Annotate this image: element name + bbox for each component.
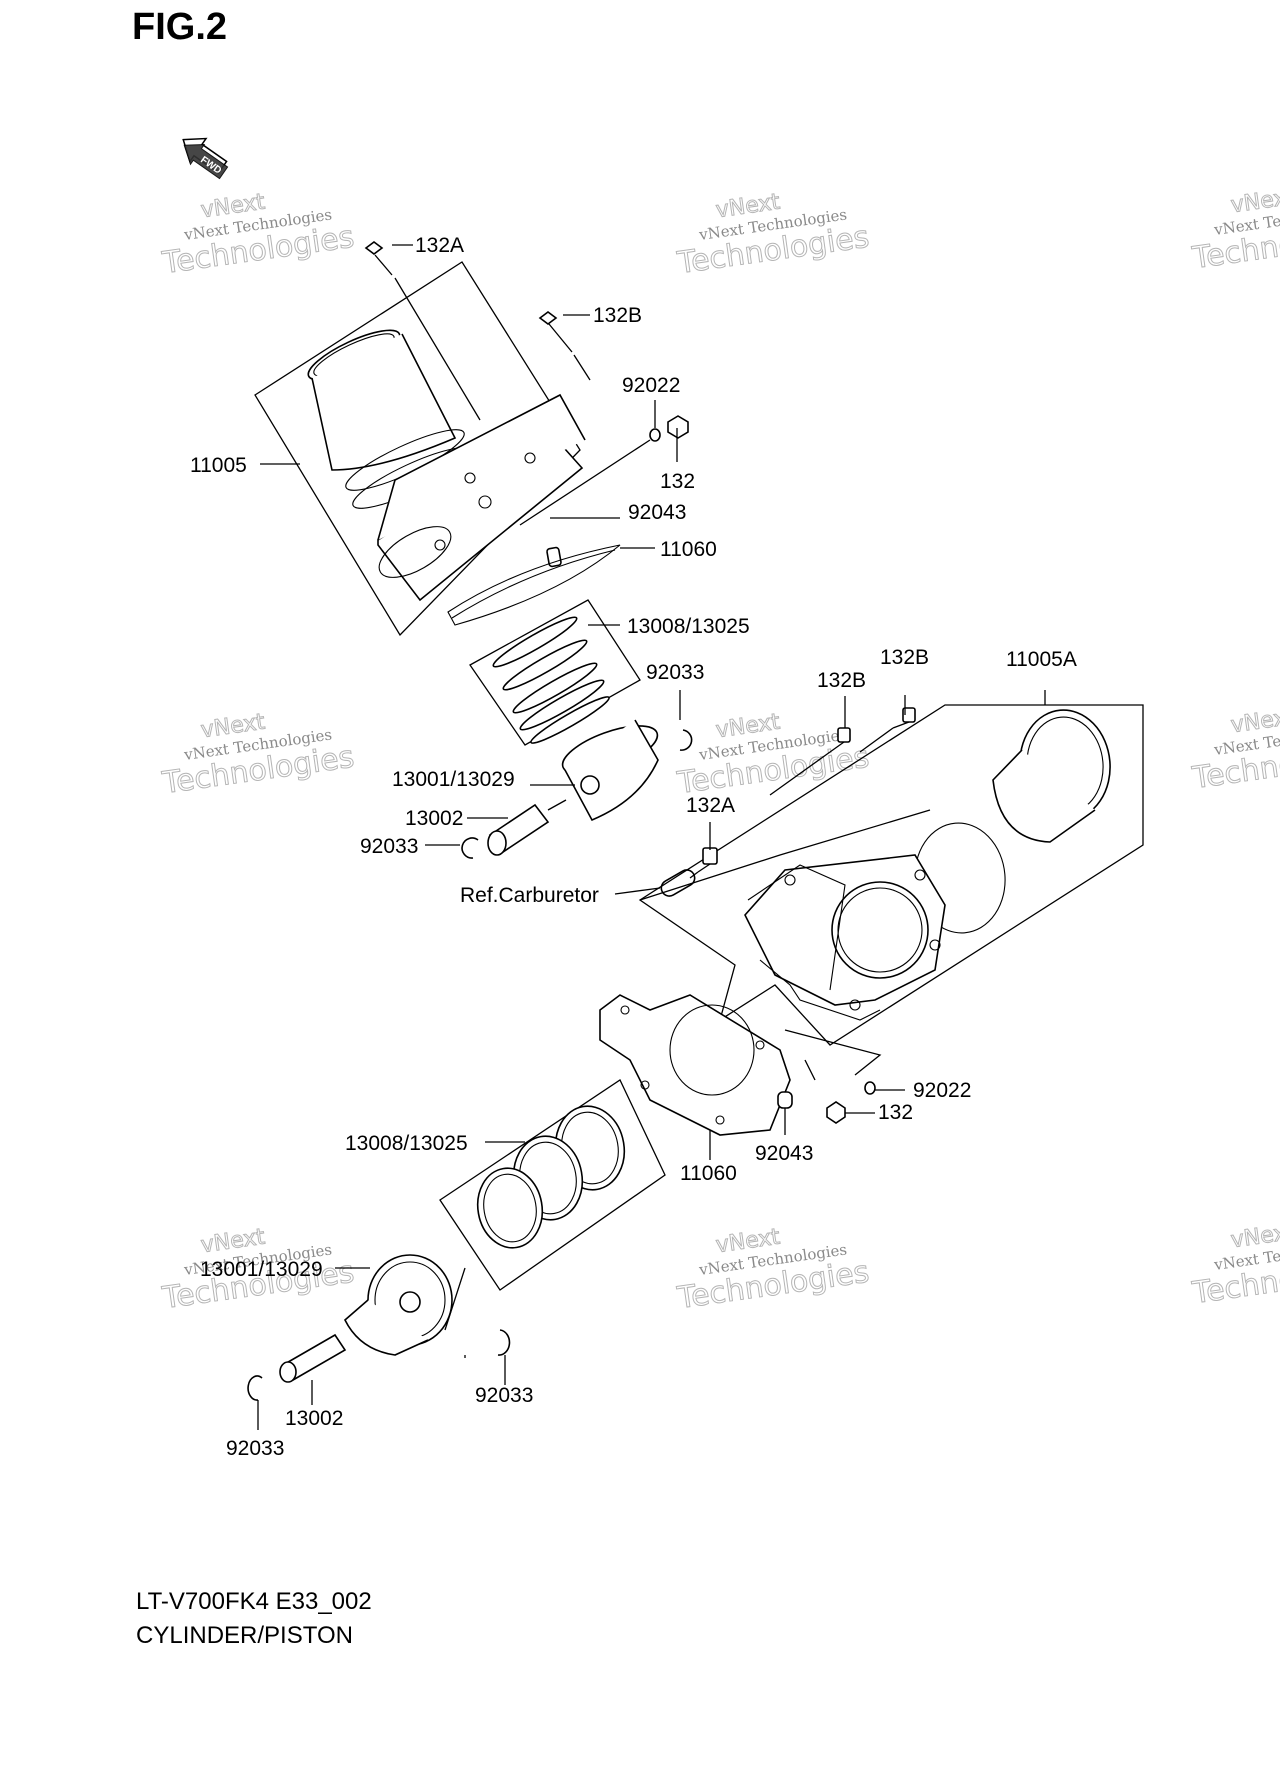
front-cylinder-group xyxy=(247,704,1144,1401)
callout: 92022 xyxy=(913,1079,971,1102)
callout: 132B xyxy=(817,669,866,692)
callout: 92043 xyxy=(755,1142,813,1165)
dowel-pin-rear xyxy=(660,869,696,897)
callout: 13002 xyxy=(405,807,463,830)
callout: 13008/13025 xyxy=(627,615,750,638)
washer-92022-front xyxy=(864,1081,876,1095)
piston-front xyxy=(344,1254,453,1356)
callout: 92043 xyxy=(628,501,686,524)
watermark: vNext Technologies vNext Technologies xyxy=(159,709,357,802)
callout: 132B xyxy=(880,646,929,669)
watermark-group: vNext Technologies vNext Technologies vN… xyxy=(159,184,1280,1317)
callout: 13008/13025 xyxy=(345,1132,468,1155)
figure-title: FIG.2 xyxy=(132,6,228,48)
circlip-front-2 xyxy=(247,1375,263,1401)
circlip-rear-1 xyxy=(679,729,693,751)
watermark: vNext Technologies vNext Technologies xyxy=(674,1224,872,1317)
watermark: vNext Technologies vNext Technologies xyxy=(1189,704,1280,797)
bolt-132B-rear xyxy=(538,311,573,353)
circlip-front-1 xyxy=(497,1329,511,1356)
leader-lines xyxy=(257,244,1046,1430)
bolt-132A-front xyxy=(697,847,718,873)
callout: 132A xyxy=(686,794,735,817)
callout: 13001/13029 xyxy=(200,1258,323,1281)
cylinder-sleeve-front xyxy=(914,709,1111,934)
bolt-132A-rear xyxy=(364,241,393,276)
callout: 13001/13029 xyxy=(392,768,515,791)
callout: 13002 xyxy=(285,1407,343,1430)
piston-rings-front xyxy=(439,1079,666,1291)
section-title: CYLINDER/PISTON xyxy=(136,1622,353,1649)
callout: 132 xyxy=(660,470,695,493)
cylinder-sleeve xyxy=(307,329,472,509)
callout: 11060 xyxy=(680,1162,737,1185)
callout: 92022 xyxy=(622,374,680,397)
callout: 11005A xyxy=(1006,648,1077,671)
watermark: vNext Technologies vNext Technologies xyxy=(159,189,357,282)
cylinder-block xyxy=(377,393,586,602)
callout: 92033 xyxy=(475,1384,533,1407)
rear-cylinder-group xyxy=(254,241,696,897)
piston-rings-rear xyxy=(469,599,641,746)
model-code: LT-V700FK4 E33_002 xyxy=(136,1588,372,1615)
washer-92022-rear xyxy=(649,428,661,442)
cylinder-block-front xyxy=(744,854,946,1021)
callout: 92033 xyxy=(646,661,704,684)
fwd-arrow-icon: FWD xyxy=(182,137,229,180)
piston-rear xyxy=(561,719,659,822)
callout: 92033 xyxy=(226,1437,284,1460)
callout: 11060 xyxy=(660,538,717,561)
watermark: vNext Technologies vNext Technologies xyxy=(674,189,872,282)
base-gasket-front xyxy=(599,994,791,1136)
dowel-pin-front xyxy=(777,1091,793,1109)
watermark: vNext Technologies vNext Technologies xyxy=(1189,1219,1280,1312)
callout: 92033 xyxy=(360,835,418,858)
watermark: vNext Technologies vNext Technologies xyxy=(1189,184,1280,277)
piston-pin-front xyxy=(279,1333,347,1383)
nut-132-front xyxy=(826,1101,846,1124)
nut-132-rear xyxy=(667,415,689,439)
watermark: vNext Technologies vNext Technologies xyxy=(674,709,872,802)
callout: 132B xyxy=(593,304,642,327)
callout: 132 xyxy=(878,1101,913,1124)
callout: 132A xyxy=(415,234,464,257)
piston-pin-rear xyxy=(487,803,550,856)
circlip-rear-2 xyxy=(461,837,479,859)
callout: Ref.Carburetor xyxy=(460,884,599,907)
bolt-132B-front-1 xyxy=(829,727,851,753)
callout: 11005 xyxy=(190,454,247,477)
bolt-132B-front-2 xyxy=(892,707,916,729)
callout-labels: 132A 132B 92022 132 11005 92043 11060 13… xyxy=(190,234,1077,1460)
